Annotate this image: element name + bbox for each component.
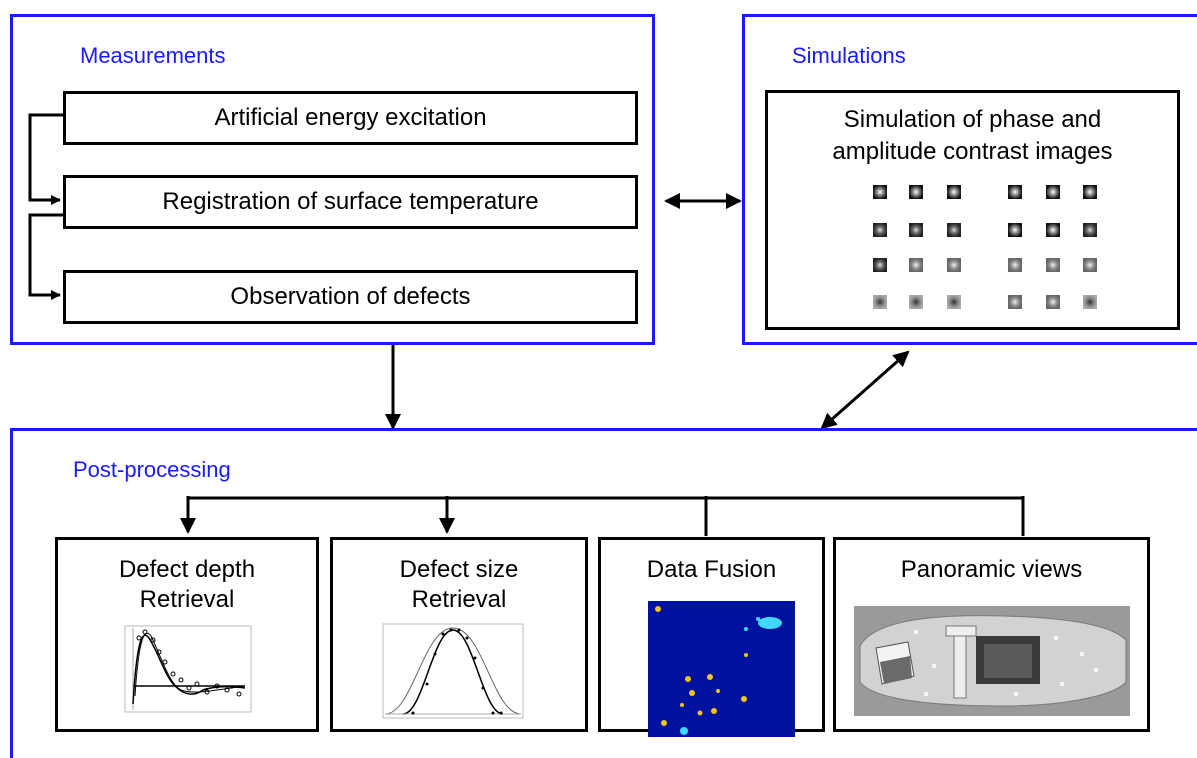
defect-depth-line2: Retrieval [139,586,235,613]
arrow-simulations-postprocessing [820,350,910,430]
simulations-title: Simulations [792,43,906,68]
measurements-panel [10,14,655,345]
panoramic-views-label: Panoramic views [900,556,1083,583]
contrast-tiles [873,185,1097,309]
simulation-title-line2: amplitude contrast images [832,138,1113,165]
contrast-image-grid [873,185,1097,309]
simulations-panel [742,14,1197,345]
defect-depth-line1: Defect depth [118,556,256,583]
step-energy-excitation: Artificial energy excitation [63,91,638,145]
measurements-title: Measurements [80,43,226,68]
connector-registration-to-observation [28,213,65,300]
data-fusion-map [648,601,795,737]
step-observation-defects: Observation of defects [63,270,638,324]
defect-depth-box: Defect depth Retrieval [55,537,319,732]
defect-size-box: Defect size Retrieval [330,537,588,732]
step-surface-temperature: Registration of surface temperature [63,175,638,229]
defect-depth-plot [124,625,252,713]
postprocessing-title: Post-processing [73,457,231,482]
panoramic-image [854,606,1130,716]
defect-size-line1: Defect size [399,556,519,583]
defect-size-line2: Retrieval [411,586,507,613]
panoramic-views-box: Panoramic views [833,537,1150,732]
defect-size-plot [382,623,524,719]
simulation-title-line1: Simulation of phase and [843,106,1102,133]
connector-excitation-to-registration [28,113,65,205]
data-fusion-label: Data Fusion [646,556,777,583]
data-fusion-box: Data Fusion [598,537,825,737]
simulation-box: Simulation of phase and amplitude contra… [765,90,1180,330]
postprocessing-panel [10,428,1197,758]
